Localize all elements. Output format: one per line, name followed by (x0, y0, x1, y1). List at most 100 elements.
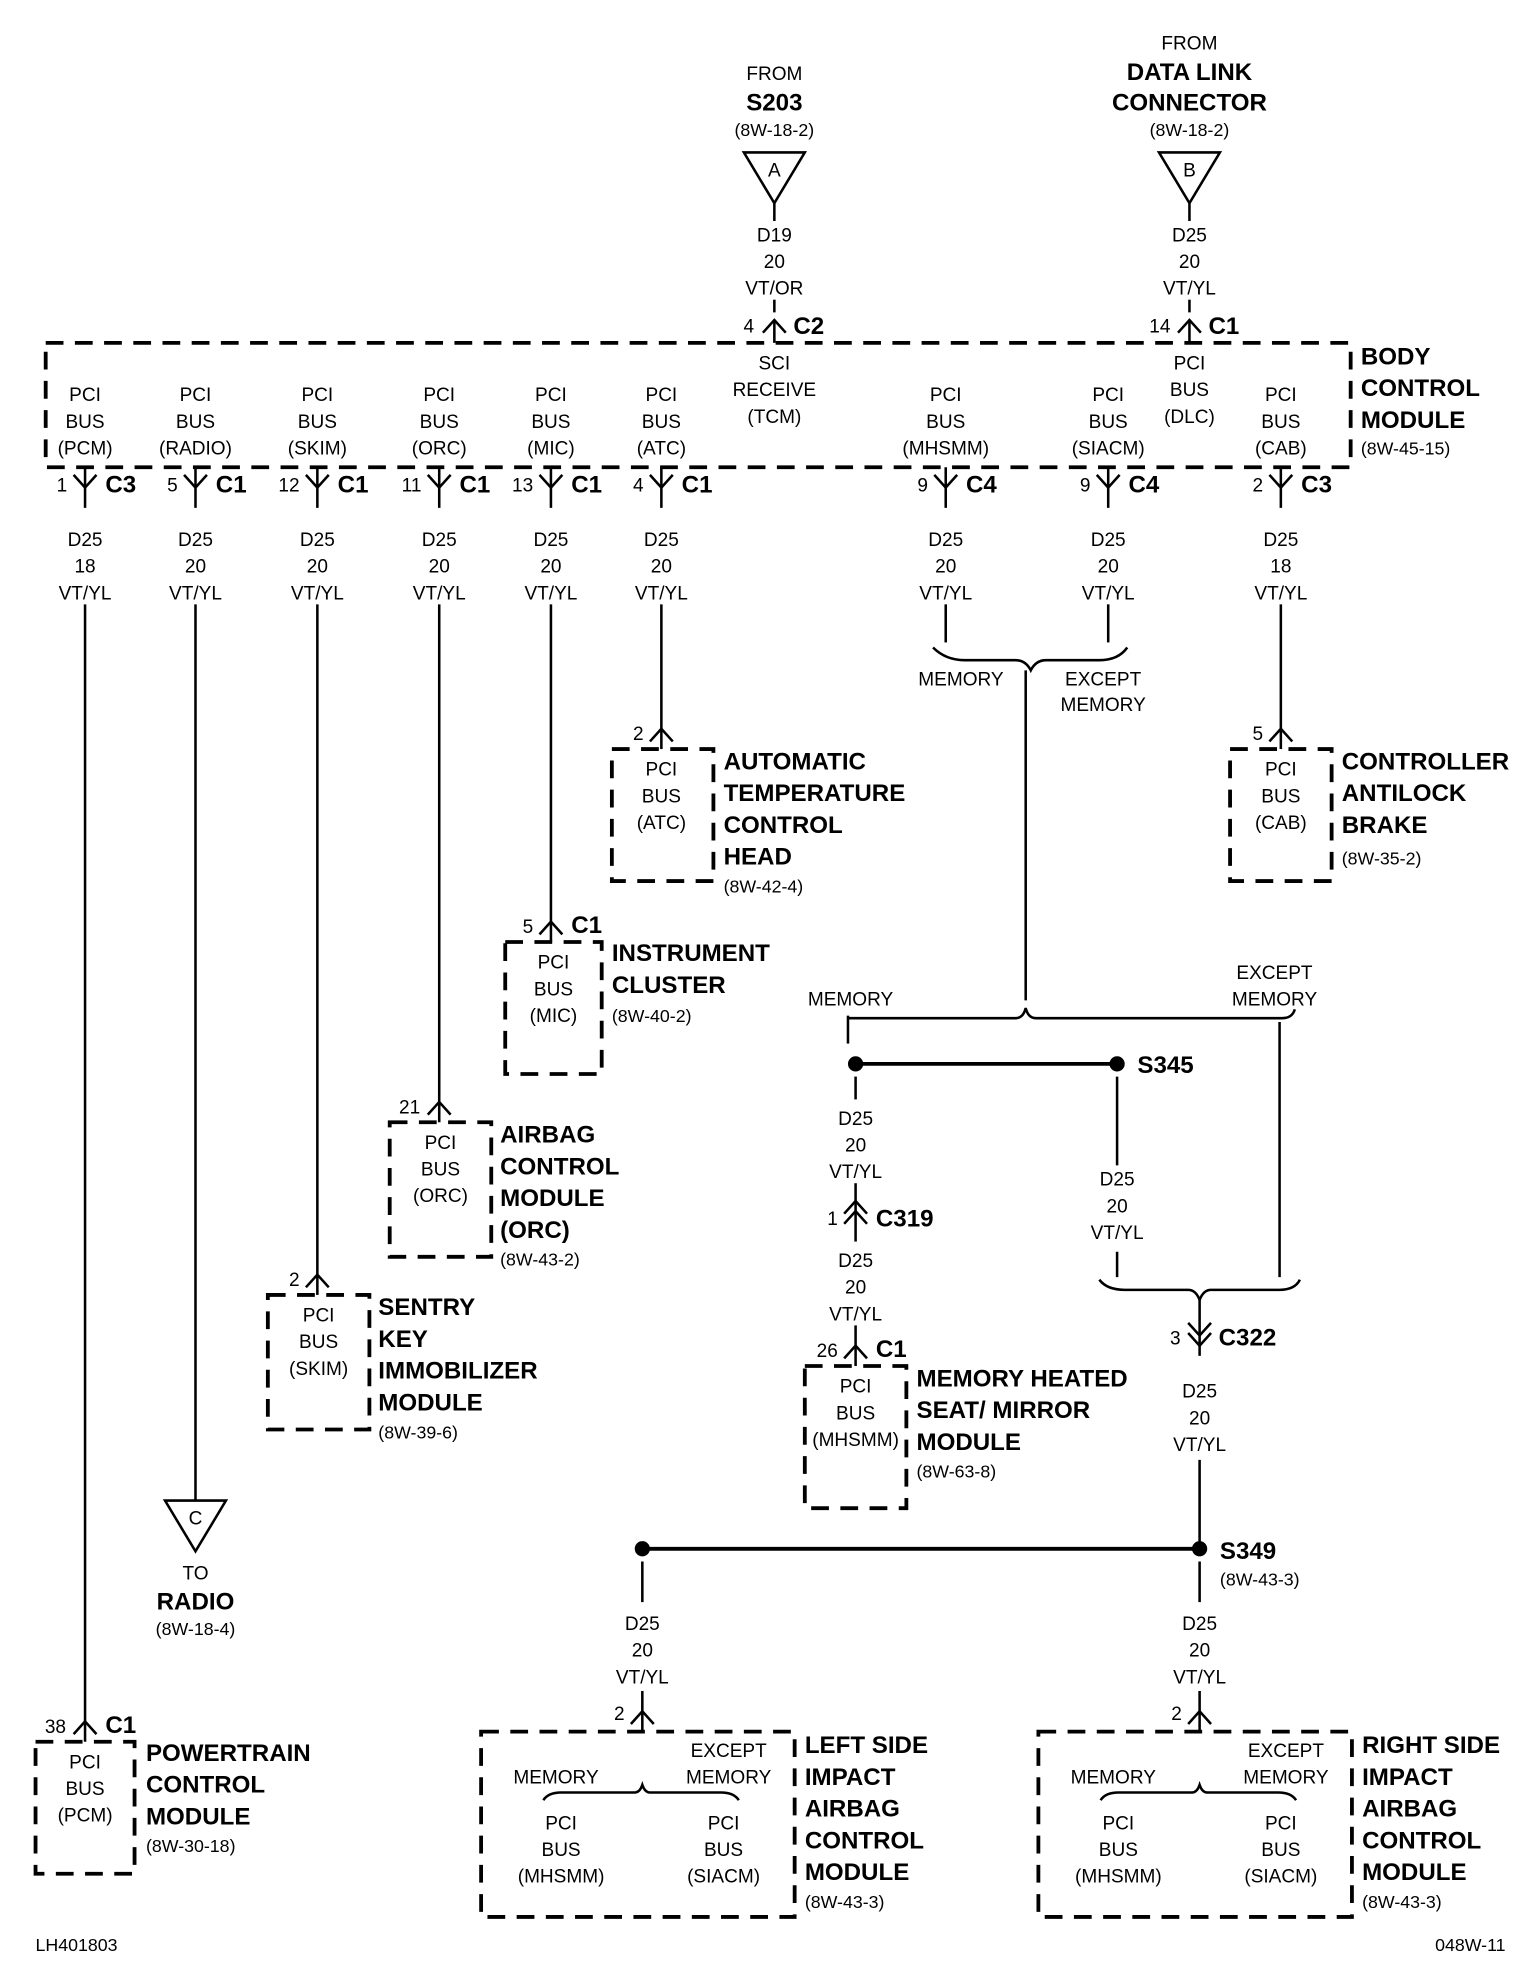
function-line: PCI (708, 1813, 740, 1834)
bcm-function-line: (PCM) (58, 439, 113, 460)
splice-dot (847, 1056, 864, 1072)
connector-id: C1 (1208, 313, 1239, 340)
wire-gauge: 20 (185, 557, 206, 578)
except-label: MEMORY (1060, 695, 1146, 716)
module-name-line: POWERTRAIN (146, 1740, 311, 1767)
module-name-line: CONTROL (500, 1153, 619, 1180)
module-name-line: ANTILOCK (1342, 780, 1467, 807)
module-name-line: IMMOBILIZER (378, 1358, 537, 1385)
wire-gauge: 20 (429, 557, 450, 578)
circuit-code: D25 (838, 1109, 873, 1130)
upper-memory-branch: MEMORY EXCEPT MEMORY MEMORY EXCEPT MEMOR… (808, 604, 1317, 1278)
except-label: EXCEPT (691, 1741, 768, 1762)
connector-c319-label: C319 (876, 1205, 934, 1232)
memory-label: MEMORY (808, 989, 894, 1010)
module-page-ref: (8W-43-3) (1362, 1892, 1442, 1912)
bcm-function-line: (SKIM) (288, 439, 347, 460)
page-ref-footer: 048W-11 (1435, 1935, 1506, 1955)
pin-number: 1 (57, 475, 68, 496)
module-page-ref: (8W-40-2) (612, 1006, 692, 1026)
function-line: BUS (836, 1403, 875, 1424)
pin-number: 9 (917, 475, 928, 496)
connector-id: C1 (216, 472, 247, 499)
left-siacm-outline (479, 1729, 797, 1919)
module-page-ref: (8W-43-2) (500, 1250, 580, 1270)
function-line: BUS (1099, 1840, 1138, 1861)
sentry-key-immobilizer-module: 2 PCI BUS (SKIM) SENTRY KEY IMMOBILIZER … (265, 604, 538, 1442)
module-name-line: AIRBAG (805, 1796, 900, 1823)
bcm-name-line: CONTROL (1361, 375, 1480, 402)
wire-gauge: 18 (1270, 557, 1291, 578)
pin-number: 5 (1252, 724, 1263, 745)
connector-symbol (538, 474, 564, 490)
source-data-link-connector: FROM DATA LINK CONNECTOR (8W-18-2) B D25… (1112, 34, 1267, 428)
connector-id: C4 (1129, 472, 1160, 499)
wire-gauge: 20 (632, 1641, 653, 1662)
function-line: (DLC) (1164, 407, 1215, 428)
mhsmm-outline (802, 1364, 909, 1511)
wire-color: VT/YL (919, 583, 972, 604)
module-page-ref: (8W-43-3) (805, 1892, 885, 1912)
bcm-function-line: BUS (176, 412, 215, 433)
wire-gauge: 20 (1179, 252, 1200, 273)
function-line: SCI (758, 354, 790, 375)
bcm-function-line: PCI (930, 385, 962, 406)
circuit-code: D25 (838, 1251, 873, 1272)
module-name-line: CONTROL (805, 1827, 924, 1854)
function-line: BUS (542, 1840, 581, 1861)
bcm-function-line: BUS (420, 412, 459, 433)
circuit-code: D25 (644, 530, 679, 551)
except-label: EXCEPT (1248, 1741, 1325, 1762)
connector-id: C1 (682, 472, 713, 499)
pin-number: 14 (1149, 317, 1171, 338)
bcm-function-line: BUS (642, 412, 681, 433)
function-line: PCI (69, 1752, 101, 1773)
circuit-code: D25 (1172, 225, 1207, 246)
splice-dot (1109, 1056, 1125, 1072)
memory-label: MEMORY (1071, 1768, 1157, 1789)
bcm-function-line: (MIC) (527, 439, 575, 460)
function-line: BUS (1261, 1840, 1300, 1861)
function-line: BUS (642, 786, 681, 807)
function-line: PCI (1265, 760, 1297, 781)
radio-label: RADIO (157, 1589, 235, 1616)
pin-number: 11 (402, 475, 422, 496)
bcm-function-line: PCI (535, 385, 567, 406)
function-line: (MHSMM) (1075, 1867, 1162, 1888)
circuit-code: D25 (178, 530, 213, 551)
memory-label: MEMORY (918, 670, 1004, 691)
bcm-function-line: BUS (1089, 412, 1128, 433)
circuit-code: D25 (625, 1614, 660, 1635)
wire-color: VT/OR (745, 279, 803, 300)
radio-connector: C TO RADIO (8W-18-4) (156, 604, 235, 1639)
function-line: (MHSMM) (518, 1867, 605, 1888)
splice-s349-label: S349 (1220, 1538, 1276, 1565)
bcm-function-line: PCI (1265, 385, 1297, 406)
module-page-ref: (8W-39-6) (378, 1422, 458, 1442)
bcm-function-line: PCI (1092, 385, 1124, 406)
diagram-id: LH401803 (36, 1935, 118, 1955)
wire-color: VT/YL (829, 1162, 882, 1183)
module-name-line: MODULE (1362, 1859, 1466, 1886)
pin-number: 2 (633, 724, 644, 745)
connector-symbol (649, 474, 674, 490)
function-line: BUS (1261, 786, 1300, 807)
pin-number: 21 (399, 1097, 420, 1118)
function-line: (SIACM) (1244, 1867, 1317, 1888)
except-label: EXCEPT (1065, 670, 1142, 691)
connector-id: C1 (571, 912, 602, 939)
bcm-function-line: (RADIO) (159, 439, 232, 460)
circuit-code: D25 (300, 530, 335, 551)
module-name-line: AIRBAG (1362, 1796, 1457, 1823)
module-page-ref: (8W-42-4) (724, 877, 804, 897)
module-name-line: CONTROL (1362, 1827, 1481, 1854)
pin-number: 4 (743, 317, 754, 338)
splice-dot (634, 1541, 650, 1557)
function-line: (PCM) (58, 1806, 113, 1827)
connector-id: C2 (793, 313, 824, 340)
module-name-line: LEFT SIDE (805, 1732, 928, 1759)
pin-number: 12 (278, 475, 299, 496)
function-line: PCI (538, 953, 570, 974)
bcm-function-line: (ATC) (637, 439, 686, 460)
